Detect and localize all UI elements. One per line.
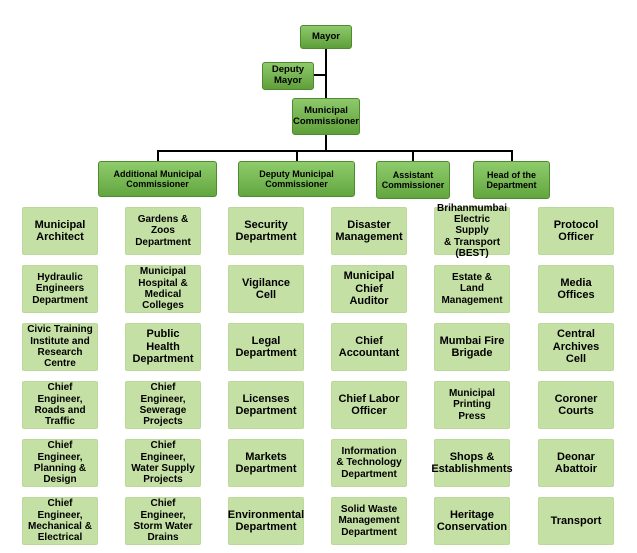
connector-deputy-mayor — [314, 74, 326, 76]
connector-drop-2 — [296, 150, 298, 161]
department-box: Transport — [538, 497, 614, 545]
connector-mayor-commissioner — [325, 48, 327, 99]
department-box: Vigilance Cell — [228, 265, 304, 313]
connector-drop-1 — [157, 150, 159, 161]
connector-drop-4 — [511, 150, 513, 161]
mayor-box: Mayor — [300, 25, 352, 49]
connector-commissioner-bus — [325, 135, 327, 151]
connector-horizontal-bus — [157, 150, 513, 152]
department-box: Shops &Establishments — [431, 439, 513, 487]
connector-drop-3 — [412, 150, 414, 161]
